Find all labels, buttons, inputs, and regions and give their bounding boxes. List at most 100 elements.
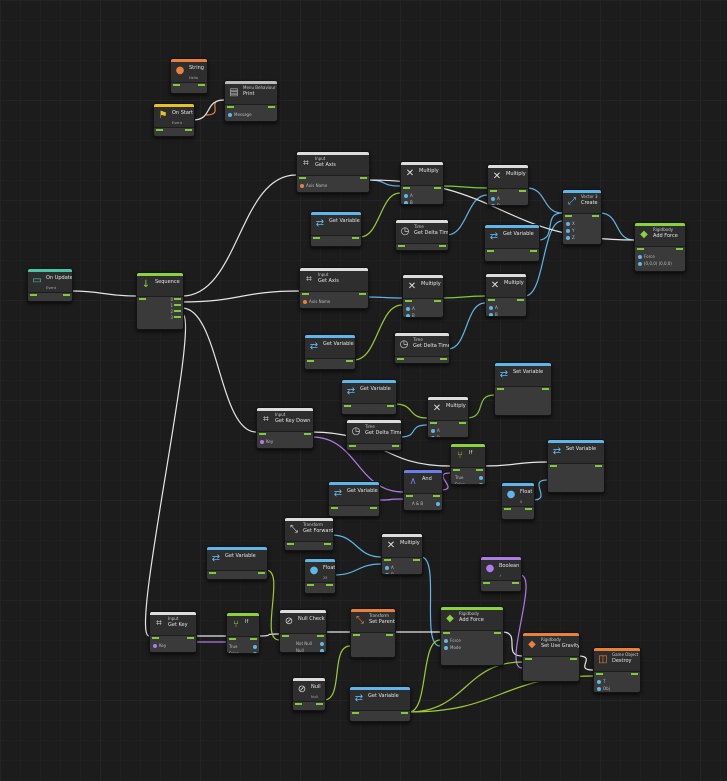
flow-out-port[interactable] [360,177,367,179]
port-b-dot[interactable] [491,204,495,205]
flow-in-port[interactable] [353,634,360,636]
sequence-flow-out[interactable] [174,316,181,318]
flow-in-port[interactable] [152,637,159,639]
flow-in-port[interactable] [302,293,309,295]
port-inline-dot[interactable] [638,262,642,266]
flow-in-port[interactable] [453,469,460,471]
flow-out-port[interactable] [459,422,466,424]
flow-in-port[interactable] [209,572,216,574]
flow-in-port[interactable] [497,388,504,390]
port-b-dot[interactable] [406,314,410,317]
port-out-dot[interactable] [436,502,440,506]
flow-out-port[interactable] [63,294,70,296]
flow-out-port[interactable] [525,508,532,510]
flow-in-port[interactable] [139,298,146,300]
flow-out-port[interactable] [512,582,519,584]
port-port-message-dot[interactable] [228,113,232,117]
port-a-dot[interactable] [404,194,408,198]
flow-out-port[interactable] [476,469,483,471]
flow-in-port[interactable] [307,360,314,362]
flow-in-port[interactable] [565,215,572,217]
flow-in-port[interactable] [313,237,320,239]
flow-out-port[interactable] [346,360,353,362]
flow-out-port[interactable] [370,507,377,509]
node-set-variable-1[interactable]: ⇄Set Variable [494,362,552,416]
port-t-dot[interactable] [597,680,601,684]
flow-out-port[interactable] [592,215,599,217]
port-a-dot[interactable] [431,429,435,433]
flow-in-port[interactable] [307,584,314,586]
sequence-flow-out[interactable] [174,310,181,312]
port-b-dot[interactable] [385,573,389,574]
node-get-variable-2[interactable]: ⇄Get Variable [484,224,540,262]
flow-in-port[interactable] [405,300,412,302]
flow-out-port[interactable] [386,634,393,636]
port-a-dot[interactable] [489,306,493,310]
node-multiply-3[interactable]: ✕MultiplyABA × B [402,274,444,318]
node-get-variable-5[interactable]: ⇄Get Variable [328,481,380,517]
flow-out-port[interactable] [440,358,447,360]
port-force-dot[interactable] [638,255,642,259]
port-a-dot[interactable] [385,566,389,570]
flow-out-port[interactable] [359,293,366,295]
flow-in-port[interactable] [525,658,532,660]
flow-out-port[interactable] [250,638,257,640]
port-z-dot[interactable] [566,236,570,240]
flow-out-port[interactable] [187,637,194,639]
flow-in-port[interactable] [331,507,338,509]
flow-in-port[interactable] [398,245,405,247]
flow-in-port[interactable] [227,106,234,108]
port-force-dot[interactable] [444,639,448,643]
flow-in-port[interactable] [299,177,306,179]
port-key-dot[interactable] [260,440,264,444]
flow-in-port[interactable] [487,250,494,252]
port-key-dot[interactable] [153,644,157,648]
flow-in-port[interactable] [637,248,644,250]
node-multiply-2[interactable]: ✕MultiplyABA × B [487,164,529,206]
flow-out-port[interactable] [519,190,526,192]
node-get-variable-7[interactable]: ⇄Get Variable [349,686,411,722]
flow-out-port[interactable] [439,245,446,247]
flow-in-port[interactable] [352,712,359,714]
flow-out-port[interactable] [268,106,275,108]
flow-out-port[interactable] [324,543,331,545]
flow-out-port[interactable] [542,388,549,390]
flow-in-port[interactable] [406,495,413,497]
port-n-dot[interactable] [320,649,324,652]
flow-out-port[interactable] [316,703,323,705]
flow-out-port[interactable] [185,129,192,131]
port-x-dot[interactable] [566,222,570,226]
sequence-flow-out[interactable] [174,304,181,306]
flow-out-port[interactable] [595,465,602,467]
node-get-variable-6[interactable]: ⇄Get Variable [206,546,268,580]
flow-in-port[interactable] [259,433,266,435]
port-obj-dot[interactable] [597,687,601,691]
flow-out-port[interactable] [631,673,638,675]
flow-out-port[interactable] [326,584,333,586]
node-multiply-4[interactable]: ✕MultiplyABA × B [485,273,527,317]
flow-out-port[interactable] [304,433,311,435]
node-multiply-6[interactable]: ✕MultiplyABA × B [381,533,423,575]
flow-in-port[interactable] [384,559,391,561]
flow-out-port[interactable] [570,658,577,660]
port-b-dot[interactable] [431,436,435,437]
flow-in-port[interactable] [443,632,450,634]
flow-out-port[interactable] [392,445,399,447]
flow-in-port[interactable] [287,543,294,545]
flow-out-port[interactable] [494,632,501,634]
